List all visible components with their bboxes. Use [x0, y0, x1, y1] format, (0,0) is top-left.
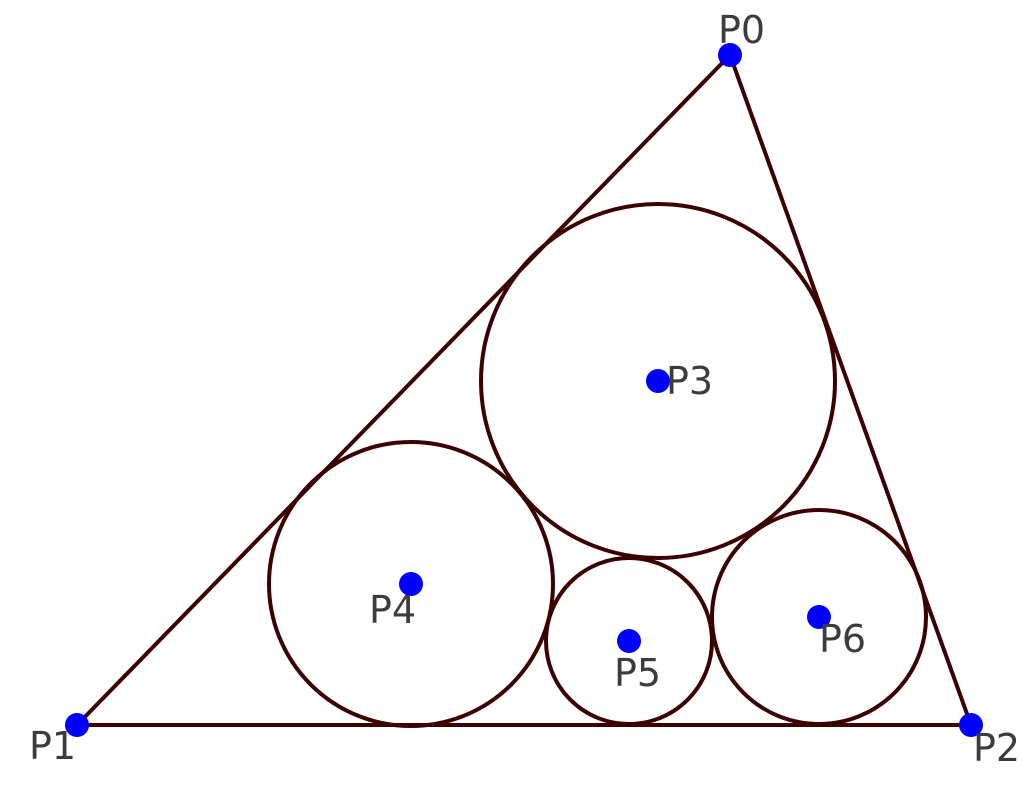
- circle-p4: [267, 440, 555, 728]
- label-p4: P4: [369, 588, 416, 632]
- point-p6: [807, 605, 831, 629]
- point-p4: [399, 572, 423, 596]
- point-p2: [959, 713, 983, 737]
- points: [65, 43, 983, 737]
- label-p0: P0: [718, 8, 765, 52]
- label-p3: P3: [666, 359, 713, 403]
- circle-p6: [710, 508, 928, 726]
- label-p6: P6: [819, 617, 866, 661]
- edge-p0-p1: [75, 53, 732, 727]
- label-p1: P1: [29, 724, 76, 768]
- label-p5: P5: [614, 651, 661, 695]
- circle-p3: [479, 202, 837, 560]
- point-p5: [617, 629, 641, 653]
- edge-p2-p0: [728, 53, 973, 727]
- inscribed-circles: [267, 202, 928, 728]
- circle-p5: [544, 556, 714, 726]
- point-p1: [65, 713, 89, 737]
- point-p0: [718, 43, 742, 67]
- point-p3: [646, 369, 670, 393]
- label-p2: P2: [973, 726, 1020, 770]
